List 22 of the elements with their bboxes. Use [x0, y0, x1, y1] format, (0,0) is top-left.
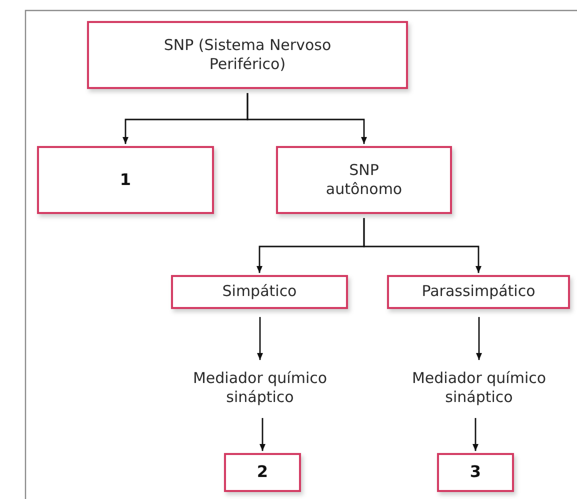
arrow: [246, 93, 367, 144]
box-label: SNP autônomo: [324, 160, 404, 200]
arrow: [363, 218, 482, 273]
flow-text: Mediador químico sináptico: [192, 368, 328, 408]
box-label: Parassimpático: [422, 282, 536, 302]
box-label: 2: [256, 462, 268, 483]
arrow: [476, 317, 482, 360]
process-box: [224, 453, 301, 492]
box-label: Simpático: [222, 282, 297, 302]
process-box: [387, 275, 570, 309]
process-box: [171, 275, 348, 309]
process-box: [437, 453, 514, 492]
arrow: [472, 418, 478, 451]
arrow: [257, 317, 263, 360]
arrow: [260, 418, 266, 451]
box-label: SNP (Sistema Nervoso Periférico): [162, 36, 332, 74]
flow-text: Mediador químico sináptico: [410, 368, 548, 408]
process-box: [37, 146, 214, 214]
process-box: [87, 21, 408, 89]
box-label: 3: [470, 462, 482, 483]
process-box: [276, 146, 452, 214]
box-label: 1: [120, 170, 132, 190]
